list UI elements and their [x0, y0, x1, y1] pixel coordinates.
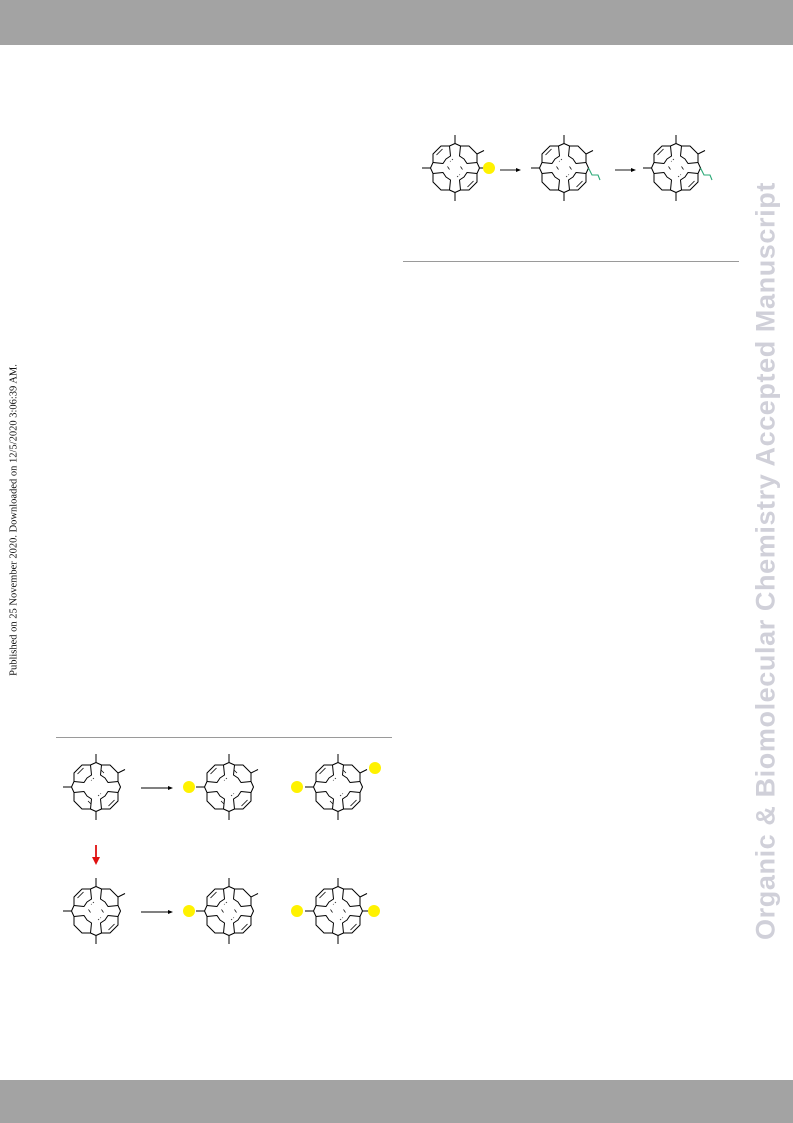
bottom-porphyrin-b1 [62, 877, 126, 945]
bottom-arrow-1 [141, 786, 173, 790]
highlight-dot-left [291, 781, 303, 793]
highlight-dot-right [368, 905, 380, 917]
highlight-dot-left [183, 905, 195, 917]
highlight-dot-right [483, 162, 495, 174]
bottom-porphyrin-a1 [62, 753, 126, 821]
top-scheme-rule [403, 261, 739, 262]
highlight-dot-left [183, 781, 195, 793]
top-porphyrin-2 [530, 134, 601, 202]
header-bar [0, 0, 793, 45]
bottom-scheme-rule [56, 737, 392, 738]
footer-bar [0, 1080, 793, 1123]
highlight-dot-left [291, 905, 303, 917]
bottom-porphyrin-a3 [291, 753, 381, 821]
bottom-porphyrin-b3 [291, 877, 380, 945]
highlight-dot-top-right [369, 762, 381, 774]
top-porphyrin-3 [642, 134, 713, 202]
bottom-porphyrin-b2 [183, 877, 259, 945]
top-arrow-1 [500, 168, 521, 172]
bottom-porphyrin-a2 [183, 753, 259, 821]
green-substituent [588, 167, 601, 181]
red-arrow [92, 845, 100, 865]
green-substituent [700, 167, 713, 181]
top-porphyrin-1 [421, 134, 495, 202]
top-arrow-2 [615, 168, 636, 172]
bottom-arrow-2 [141, 910, 173, 914]
